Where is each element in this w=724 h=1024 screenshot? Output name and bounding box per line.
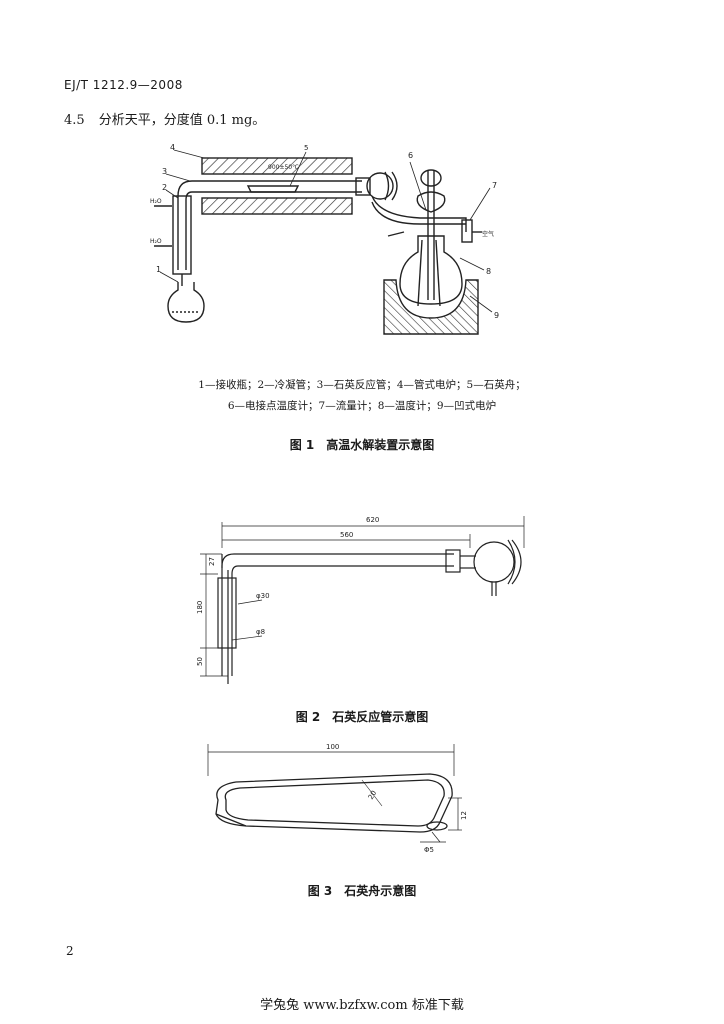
tube-furnace-lower — [201, 197, 353, 215]
footer-watermark[interactable]: 学兔兔 www.bzfxw.com 标准下载 — [260, 998, 464, 1013]
callout-6: 6 — [408, 151, 413, 160]
heated-flask — [399, 235, 463, 305]
flowmeter — [461, 219, 473, 243]
dim-620: 620 — [366, 516, 379, 524]
dim-phi8: φ8 — [256, 628, 265, 636]
callout-4: 4 — [170, 143, 175, 152]
callout-7: 7 — [492, 181, 497, 190]
figure-1-caption-number: 图 1 — [289, 438, 315, 452]
page-number: 2 — [66, 944, 74, 958]
callout-2: 2 — [162, 183, 167, 192]
dim-50: 50 — [196, 657, 204, 666]
air-label: 空气 — [482, 230, 494, 238]
recessed-furnace — [383, 279, 479, 335]
callout-8: 8 — [486, 267, 491, 276]
figure-3-caption-number: 图 3 — [307, 884, 333, 898]
dim-phi30: φ30 — [256, 592, 270, 600]
figure-1-caption-title: 高温水解装置示意图 — [326, 438, 435, 452]
callout-3: 3 — [162, 167, 167, 176]
reaction-tube-bulb-2 — [473, 541, 515, 583]
callout-1: 1 — [156, 265, 161, 274]
dim-180: 180 — [196, 601, 204, 614]
furnace-temp-label: 900±50℃ — [268, 164, 299, 171]
receiving-flask — [167, 282, 205, 323]
water-out-label: H₂O — [150, 198, 162, 205]
clause-4-5: 4.5 分析天平，分度值 0.1 mg。 — [64, 109, 265, 128]
clause-number: 4.5 — [64, 113, 85, 128]
clause-text: 分析天平，分度值 0.1 mg。 — [98, 113, 266, 128]
dim-27: 27 — [208, 557, 216, 566]
quartz-boat — [246, 185, 300, 193]
dim-100: 100 — [326, 743, 339, 751]
figure-1-legend-line-2: 6—电接点温度计；7—流量计；8—温度计；9—凹式电炉 — [227, 400, 497, 412]
tube-furnace-upper — [201, 157, 353, 175]
figure-3-caption-title: 石英舟示意图 — [344, 884, 417, 898]
dim-20: 20 — [367, 789, 378, 801]
callout-9: 9 — [494, 311, 499, 320]
condenser-jacket — [217, 577, 237, 649]
callout-5: 5 — [304, 144, 308, 152]
figure-1-legend-line-1: 1—接收瓶；2—冷凝管；3—石英反应管；4—管式电炉；5—石英舟； — [198, 379, 526, 391]
figure-2-caption-title: 石英反应管示意图 — [332, 710, 429, 724]
dim-phi5: Φ5 — [424, 846, 434, 854]
figure-2-caption-number: 图 2 — [295, 710, 321, 724]
figure-3-caption: 图 3 石英舟示意图 — [0, 882, 724, 899]
figure-2-caption: 图 2 石英反应管示意图 — [0, 708, 724, 725]
standard-code: EJ/T 1212.9—2008 — [64, 78, 183, 92]
dim-12: 12 — [460, 811, 468, 820]
figure-1-caption: 图 1 高温水解装置示意图 — [0, 436, 724, 453]
reaction-tube-bulb — [366, 172, 394, 200]
water-in-label: H₂O — [150, 238, 162, 245]
dim-560: 560 — [340, 531, 353, 539]
